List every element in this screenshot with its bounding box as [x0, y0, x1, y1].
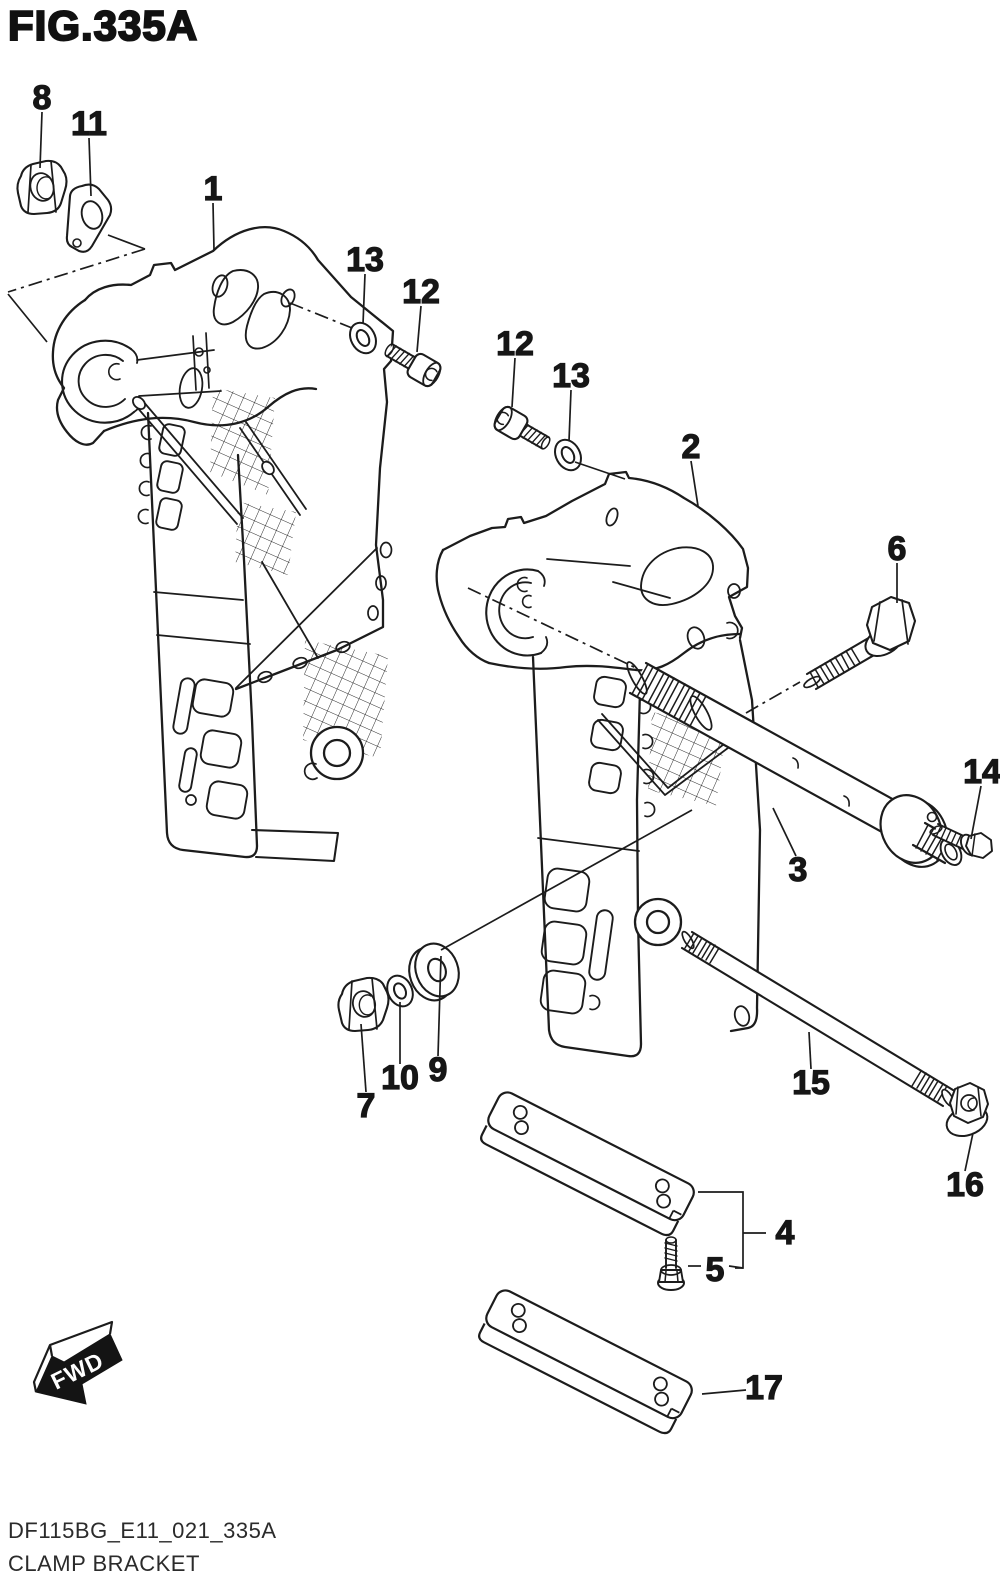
- leader-line: [511, 357, 516, 408]
- leader-line: [698, 1191, 744, 1269]
- part-clamp-pad-lower: [474, 1285, 697, 1438]
- figure-title: FIG.335A: [7, 1, 199, 50]
- leader-lines: [7, 111, 982, 1395]
- part-flange-nut-16: [945, 1082, 989, 1137]
- callout-11: 11: [70, 105, 107, 143]
- leader-line: [970, 785, 982, 840]
- part-through-bolt-15: [680, 930, 955, 1108]
- part-clamp-pad-upper: [476, 1087, 699, 1240]
- callout-6: 6: [887, 530, 907, 568]
- callout-16: 16: [945, 1166, 984, 1204]
- callout-9: 9: [428, 1051, 448, 1089]
- part-socket-bolt-12b: [493, 405, 551, 450]
- callout-17: 17: [744, 1369, 783, 1407]
- leader-line: [745, 681, 801, 714]
- leader-line: [701, 1389, 747, 1395]
- leader-line: [467, 587, 637, 669]
- callout-13a: 13: [345, 241, 384, 279]
- part-gasket-11: [65, 183, 113, 253]
- part-nut-8: [16, 159, 68, 216]
- part-small-bolt-14: [929, 823, 993, 859]
- leader-line: [574, 461, 626, 480]
- leader-line: [772, 807, 797, 857]
- leader-line: [964, 1132, 974, 1172]
- part-clamp-shaft: [626, 661, 963, 868]
- leader-line: [7, 248, 146, 293]
- leader-line: [289, 302, 353, 329]
- part-washer-10: [386, 974, 414, 1008]
- part-clamp-bracket-right: [435, 470, 762, 1058]
- leader-line: [808, 1031, 812, 1070]
- leader-line: [440, 809, 693, 951]
- leader-line: [568, 389, 572, 442]
- leader-line: [690, 460, 699, 507]
- callout-15: 15: [791, 1064, 830, 1102]
- part-hex-bolt-6: [803, 595, 917, 691]
- callout-13b: 13: [551, 357, 590, 395]
- callout-14: 14: [962, 753, 1000, 791]
- callout-1: 1: [203, 170, 223, 208]
- callout-8: 8: [32, 79, 52, 117]
- part-nut-7: [337, 976, 390, 1033]
- callout-10: 10: [380, 1059, 419, 1097]
- part-washer-13b: [554, 438, 582, 472]
- fwd-arrow: FWD: [32, 1320, 123, 1405]
- leader-line: [7, 293, 48, 343]
- callout-7: 7: [356, 1087, 376, 1125]
- leader-line: [88, 137, 92, 197]
- callout-4: 4: [775, 1214, 795, 1252]
- leader-line: [107, 234, 146, 250]
- callout-12a: 12: [401, 273, 440, 311]
- callout-2: 2: [681, 428, 701, 466]
- leader-line: [360, 1023, 367, 1093]
- callout-3: 3: [788, 851, 808, 889]
- leader-line: [212, 202, 215, 251]
- leader-line: [437, 955, 442, 1057]
- figure-caption: CLAMP BRACKET: [8, 1551, 200, 1576]
- part-washer-13a: [349, 321, 377, 355]
- leader-line: [416, 305, 422, 353]
- callout-5: 5: [705, 1251, 725, 1289]
- leader-line: [362, 273, 366, 325]
- leader-line: [39, 111, 43, 169]
- part-pad-bolt-5: [657, 1236, 685, 1291]
- callout-12b: 12: [495, 325, 534, 363]
- doc-code: DF115BG_E11_021_335A: [8, 1518, 277, 1543]
- part-clamp-bracket-left: [51, 226, 395, 863]
- part-socket-bolt-12a: [384, 343, 442, 388]
